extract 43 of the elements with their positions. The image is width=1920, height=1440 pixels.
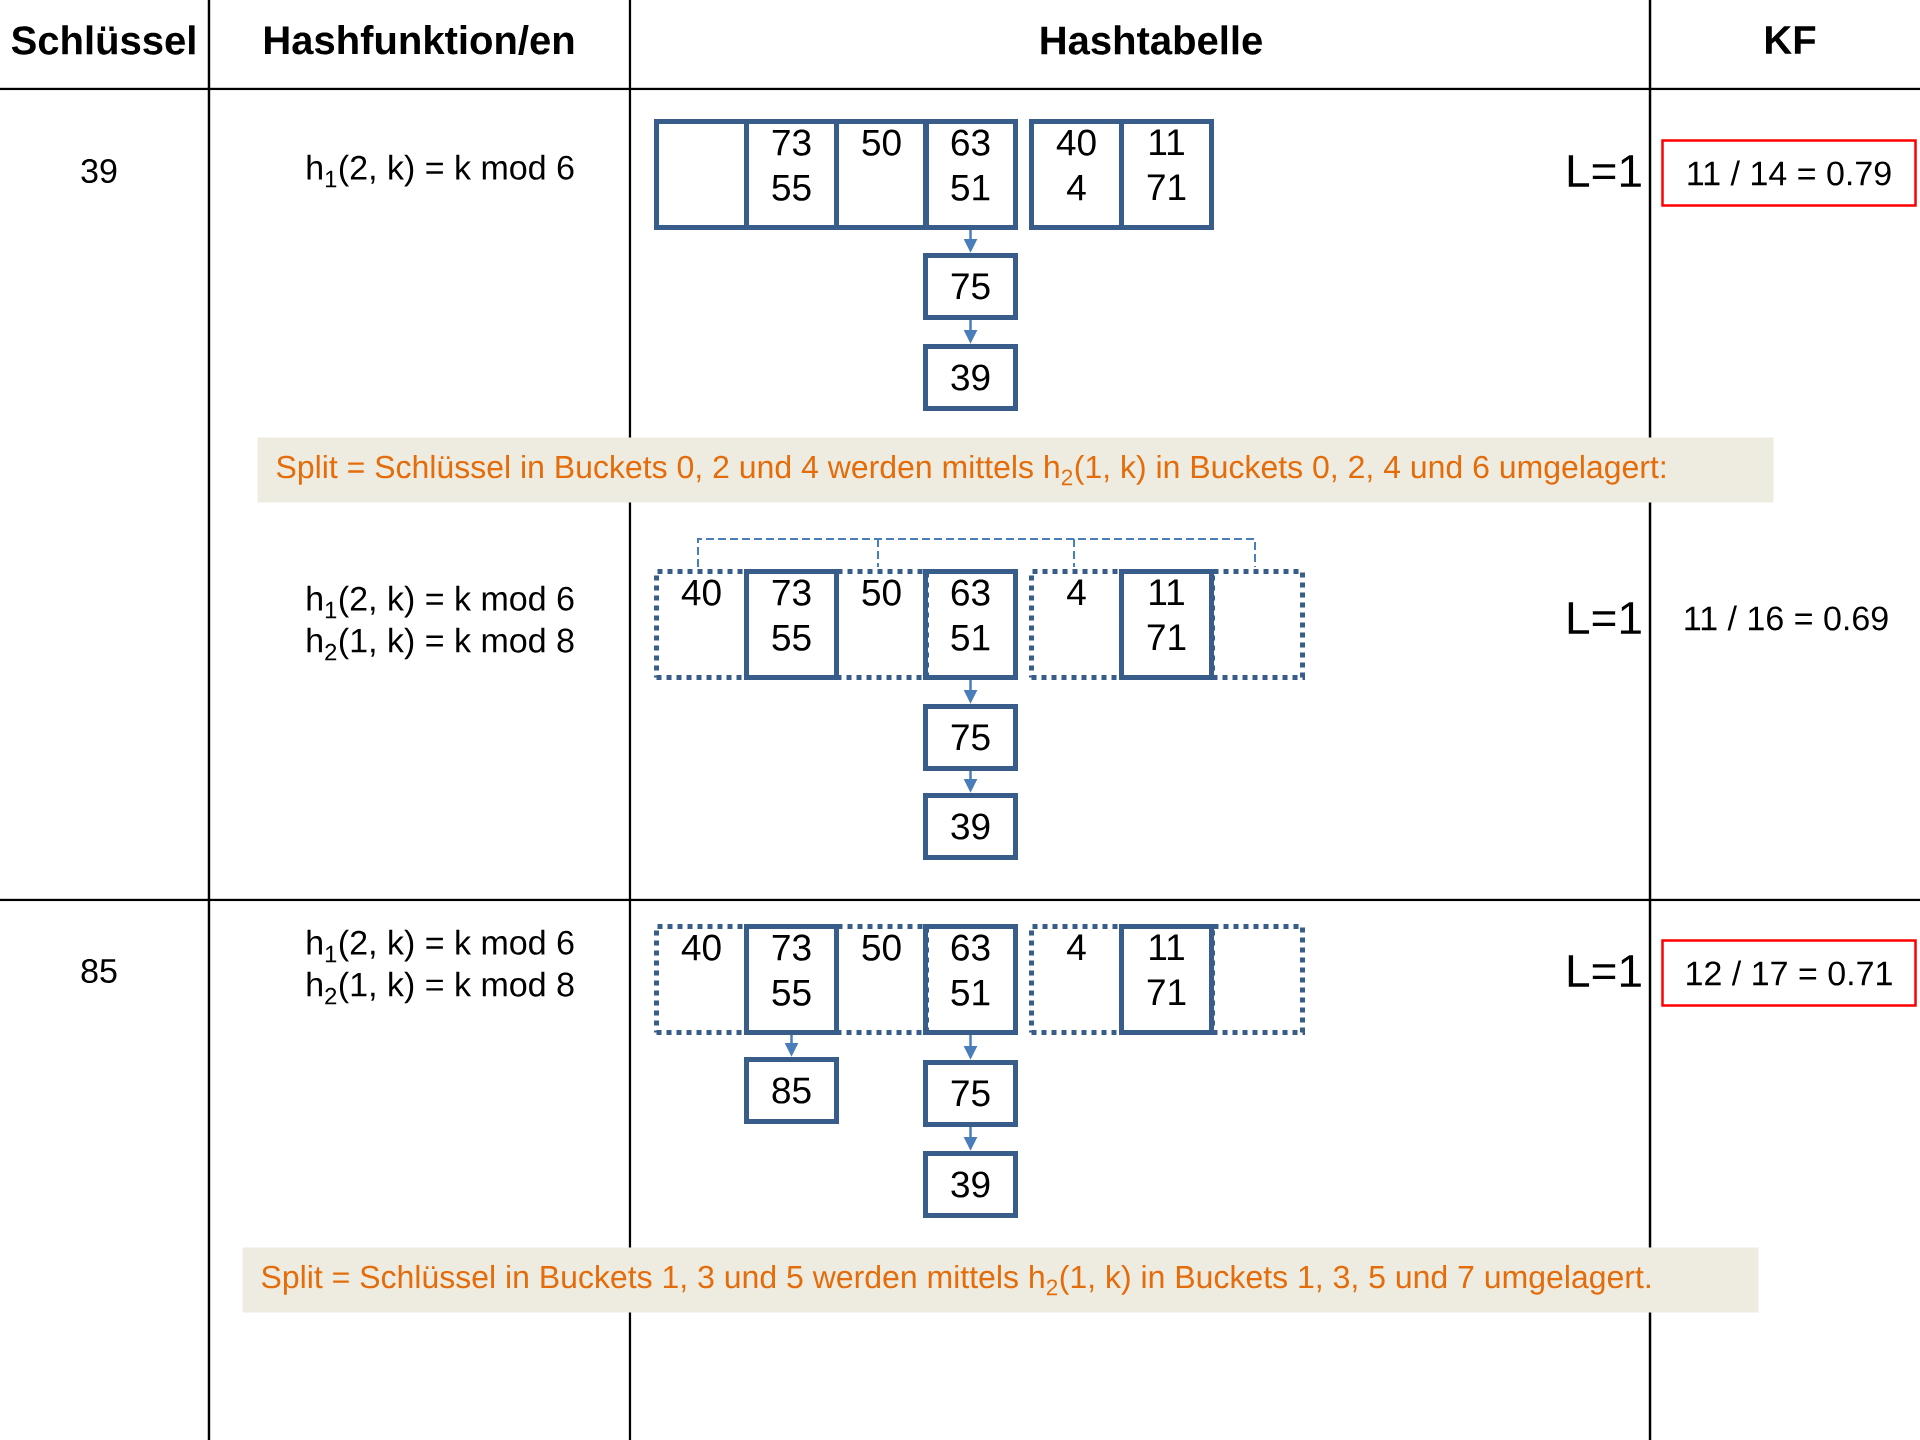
bucket-cell <box>1210 569 1305 680</box>
bucket-cell: 40 4 <box>1029 119 1124 230</box>
overflow-cell: 75 <box>923 704 1018 771</box>
bucket-cell: 50 <box>834 119 929 230</box>
result-box: 11 / 14 = 0.79 <box>1661 139 1917 207</box>
formula-text: h$_{2}$(1, k) = k mod 8 <box>307 627 574 661</box>
bucket-cell: 11 71 <box>1119 924 1214 1035</box>
bucket-cell <box>1210 924 1305 1035</box>
bucket-cell: 4 <box>1029 569 1124 680</box>
column-header: Hashtabelle <box>1041 25 1262 55</box>
key-label: 39 <box>81 158 117 184</box>
formula-text: h$_{1}$(2, k) = k mod 6 <box>307 929 574 963</box>
bucket-cell: 11 71 <box>1119 119 1214 230</box>
split-note: Split = Schlüssel in Buckets 0, 2 und 4 werden mittels h$_{2}$(1, k) in Buckets 0, 2, 4 und 6 umgelagert: <box>257 437 1774 503</box>
bucket-cell: 73 55 <box>744 924 839 1035</box>
overflow-cell: 75 <box>923 1060 1018 1127</box>
key-label: 85 <box>81 958 117 984</box>
overflow-cell: 39 <box>923 1151 1018 1218</box>
bucket-cell: 63 51 <box>923 924 1018 1035</box>
overflow-cell: 85 <box>744 1057 839 1124</box>
bucket-cell: 63 51 <box>923 119 1018 230</box>
bucket-cell: 73 55 <box>744 119 839 230</box>
column-header: Hashfunktion/en <box>265 25 574 55</box>
split-note: Split = Schlüssel in Buckets 1, 3 und 5 werden mittels h$_{2}$(1, k) in Buckets 1, 3, 5 und 7 umgelagert. <box>242 1247 1759 1313</box>
formula-text: h$_{1}$(2, k) = k mod 6 <box>307 154 574 188</box>
bucket-cell: 73 55 <box>744 569 839 680</box>
overflow-cell: 39 <box>923 344 1018 411</box>
formula-text: h$_{1}$(2, k) = k mod 6 <box>307 585 574 619</box>
formula-text: h$_{2}$(1, k) = k mod 8 <box>307 971 574 1005</box>
bucket-cell: 40 <box>654 569 749 680</box>
bucket-cell: 11 71 <box>1119 569 1214 680</box>
bucket-cell: 63 51 <box>923 569 1018 680</box>
column-header: Schlüssel <box>11 25 195 55</box>
result-text: 11 / 16 = 0.69 <box>1685 605 1888 631</box>
column-header: KF <box>1766 26 1816 54</box>
bucket-cell: 4 <box>1029 924 1124 1035</box>
overflow-cell: 39 <box>923 793 1018 860</box>
result-box: 12 / 17 = 0.71 <box>1661 939 1917 1007</box>
bucket-cell: 50 <box>834 569 929 680</box>
overflow-cell: 75 <box>923 253 1018 320</box>
bucket-cell: 50 <box>834 924 929 1035</box>
bucket-cell: 40 <box>654 924 749 1035</box>
level-label: L=1 <box>1568 602 1641 634</box>
